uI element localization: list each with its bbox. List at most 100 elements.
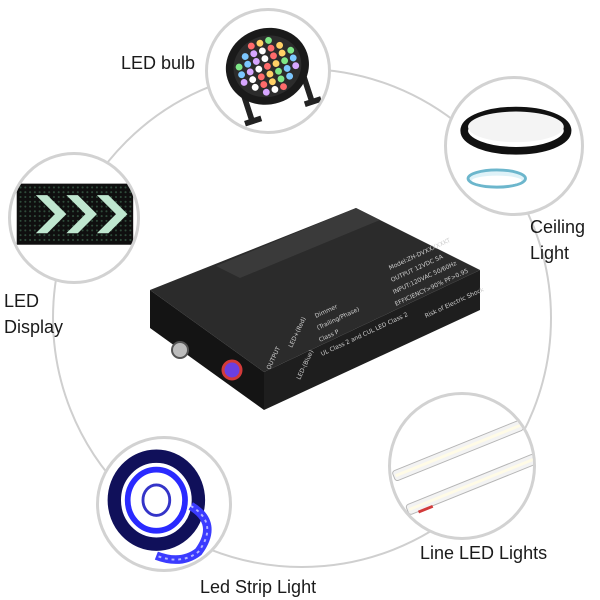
display-pixel <box>57 186 60 189</box>
display-pixel <box>52 234 56 237</box>
display-pixel <box>81 229 84 232</box>
bulb-led-dot <box>276 41 284 49</box>
display-pixel <box>95 229 98 232</box>
display-pixel <box>38 186 41 189</box>
display-pixel <box>29 224 32 227</box>
line-led-bubble <box>388 392 536 540</box>
display-pixel <box>86 229 89 232</box>
display-pixel <box>129 224 132 227</box>
display-pixel <box>24 191 27 194</box>
led-bulb-label: LED bulb <box>121 53 196 73</box>
display-pixel <box>124 191 127 194</box>
display-pixel <box>24 200 27 203</box>
display-pixel <box>124 219 127 222</box>
display-pixel <box>110 234 113 237</box>
line-led-image <box>392 420 533 515</box>
display-pixel <box>24 186 27 189</box>
display-pixel <box>29 215 32 218</box>
bulb-led-dot <box>246 68 254 76</box>
bulb-led-dot <box>262 88 270 96</box>
display-pixel <box>48 234 51 237</box>
display-pixel <box>38 224 41 227</box>
display-pixel <box>62 234 65 237</box>
display-pixel <box>67 224 70 227</box>
display-pixel <box>114 229 118 232</box>
display-pixel <box>29 200 32 203</box>
display-pixel <box>124 238 127 242</box>
display-pixel <box>86 191 89 194</box>
display-pixel <box>76 210 79 213</box>
bulb-led-dot <box>247 42 255 50</box>
display-pixel <box>91 234 94 237</box>
bulb-led-dot <box>257 73 265 81</box>
display-pixel <box>38 219 41 222</box>
display-pixel <box>110 238 113 242</box>
display-pixel <box>57 191 60 194</box>
display-pixel <box>43 210 46 213</box>
display-pixel <box>33 200 36 203</box>
display-pixel <box>33 186 36 189</box>
display-pixel <box>114 191 118 194</box>
display-pixel <box>124 200 127 203</box>
line-led-label: Line LED Lights <box>420 543 548 563</box>
display-pixel <box>114 234 118 237</box>
display-pixel <box>29 205 32 208</box>
display-pixel <box>71 234 75 237</box>
display-pixel <box>29 229 32 232</box>
bulb-led-dot <box>261 55 269 63</box>
display-pixel <box>67 219 70 222</box>
display-pixel <box>124 186 127 189</box>
display-pixel <box>129 210 132 213</box>
display-pixel <box>19 238 22 242</box>
bulb-led-dot <box>281 57 289 65</box>
bulb-led-dot <box>270 52 277 60</box>
display-pixel <box>19 234 22 237</box>
bulb-led-dot <box>278 49 286 57</box>
bulb-led-dot <box>250 50 258 58</box>
display-pixel <box>33 224 36 227</box>
display-pixel <box>124 224 127 227</box>
display-pixel <box>91 224 94 227</box>
display-pixel <box>67 215 70 218</box>
display-pixel <box>38 210 41 213</box>
display-pixel <box>43 219 46 222</box>
display-pixel <box>76 215 79 218</box>
display-pixel <box>105 219 108 222</box>
display-pixel <box>57 234 60 237</box>
display-pixel <box>62 205 65 208</box>
display-pixel <box>19 195 22 199</box>
display-pixel <box>124 234 127 237</box>
display-pixel <box>100 186 103 189</box>
display-pixel <box>119 224 122 227</box>
led-bulb-image <box>225 27 322 127</box>
display-pixel <box>52 229 56 232</box>
display-pixel <box>43 191 46 194</box>
bulb-led-dot <box>251 83 259 91</box>
display-pixel <box>95 215 98 218</box>
display-pixel <box>110 191 113 194</box>
display-pixel <box>76 186 79 189</box>
led-display-image <box>16 183 134 245</box>
display-pixel <box>100 210 103 213</box>
display-pixel <box>24 219 27 222</box>
bulb-led-dot <box>277 75 285 83</box>
led-strip-image <box>107 449 212 564</box>
display-pixel <box>33 195 36 199</box>
display-pixel <box>91 229 94 232</box>
ceiling-light-label: Ceiling Light <box>530 217 586 263</box>
display-pixel <box>95 224 98 227</box>
display-pixel <box>110 215 113 218</box>
display-pixel <box>71 219 75 222</box>
display-pixel <box>43 215 46 218</box>
display-pixel <box>62 186 65 189</box>
display-pixel <box>24 238 27 242</box>
display-pixel <box>57 238 60 242</box>
display-pixel <box>91 205 94 208</box>
bulb-led-dot <box>292 62 300 70</box>
display-pixel <box>29 195 32 199</box>
display-pixel <box>19 219 22 222</box>
display-pixel <box>95 219 98 222</box>
display-pixel <box>95 205 98 208</box>
display-pixel <box>62 229 65 232</box>
